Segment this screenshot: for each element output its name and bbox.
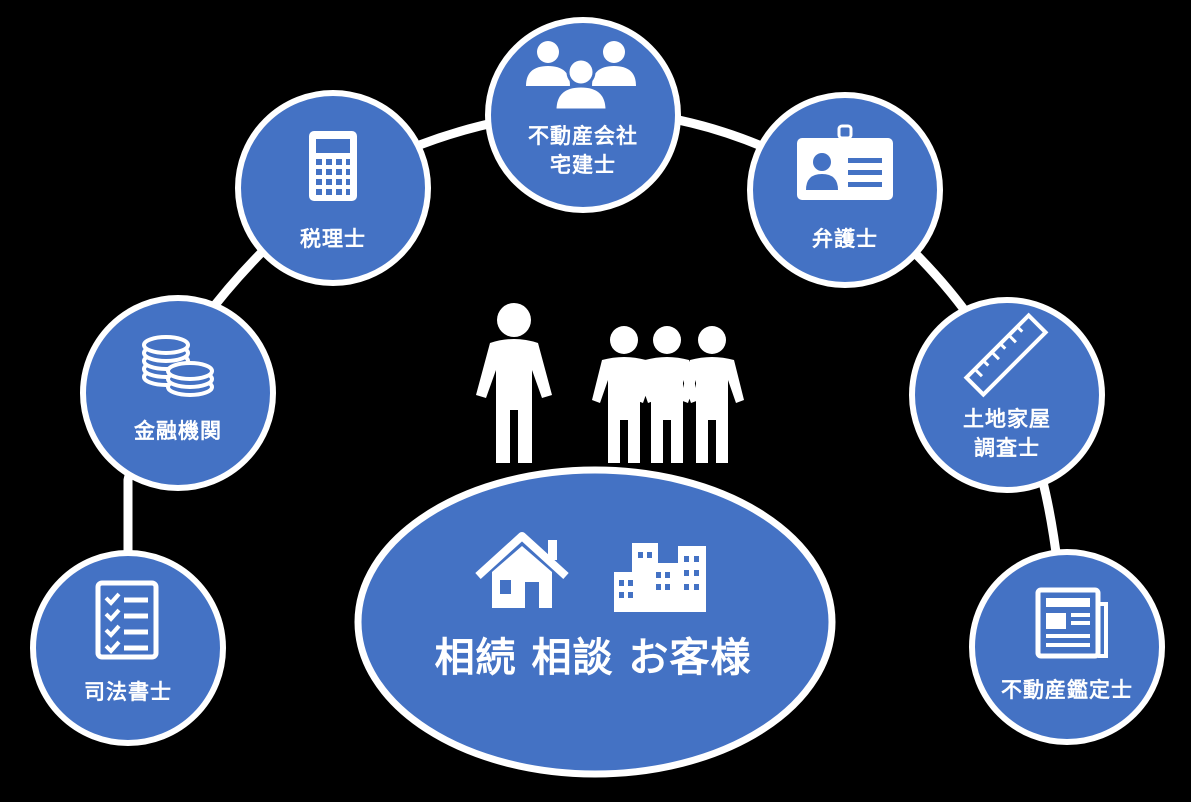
coins-icon [142, 335, 214, 397]
node-label-kantei: 不動産鑑定士 [1001, 678, 1133, 702]
family-people-icon [476, 303, 744, 463]
id-badge-icon [797, 124, 893, 200]
node-shiho: 司法書士 [30, 550, 226, 746]
node-zeiri: 税理士 [235, 90, 431, 286]
calculator-icon [309, 131, 357, 201]
checklist-icon [95, 580, 159, 660]
ruler-icon [963, 312, 1049, 398]
node-label-shiho: 司法書士 [84, 680, 172, 704]
people-group-icon [526, 41, 636, 112]
node-label-tochi-2: 調査士 [974, 436, 1040, 460]
node-label-tochi-1: 土地家屋 [963, 407, 1051, 431]
buildings-icon [614, 543, 706, 612]
house-icon [475, 532, 569, 608]
node-label-zeiri: 税理士 [300, 227, 366, 251]
center-label: 相続 相談 お客様 [435, 635, 752, 681]
node-fudosan: 不動産会社 宅建士 [485, 17, 681, 213]
node-kantei: 不動産鑑定士 [969, 549, 1165, 745]
node-label-fudosan-1: 不動産会社 [528, 124, 638, 148]
newspaper-icon [1035, 587, 1108, 659]
node-label-fudosan-2: 宅建士 [550, 153, 616, 177]
node-label-kinyu: 金融機関 [133, 419, 222, 443]
node-bengo: 弁護士 [747, 92, 943, 288]
node-kinyu: 金融機関 [80, 295, 276, 491]
node-tochi: 土地家屋 調査士 [909, 297, 1105, 493]
center-customer-node: 相続 相談 お客様 [354, 466, 836, 778]
node-label-bengo: 弁護士 [812, 227, 878, 251]
